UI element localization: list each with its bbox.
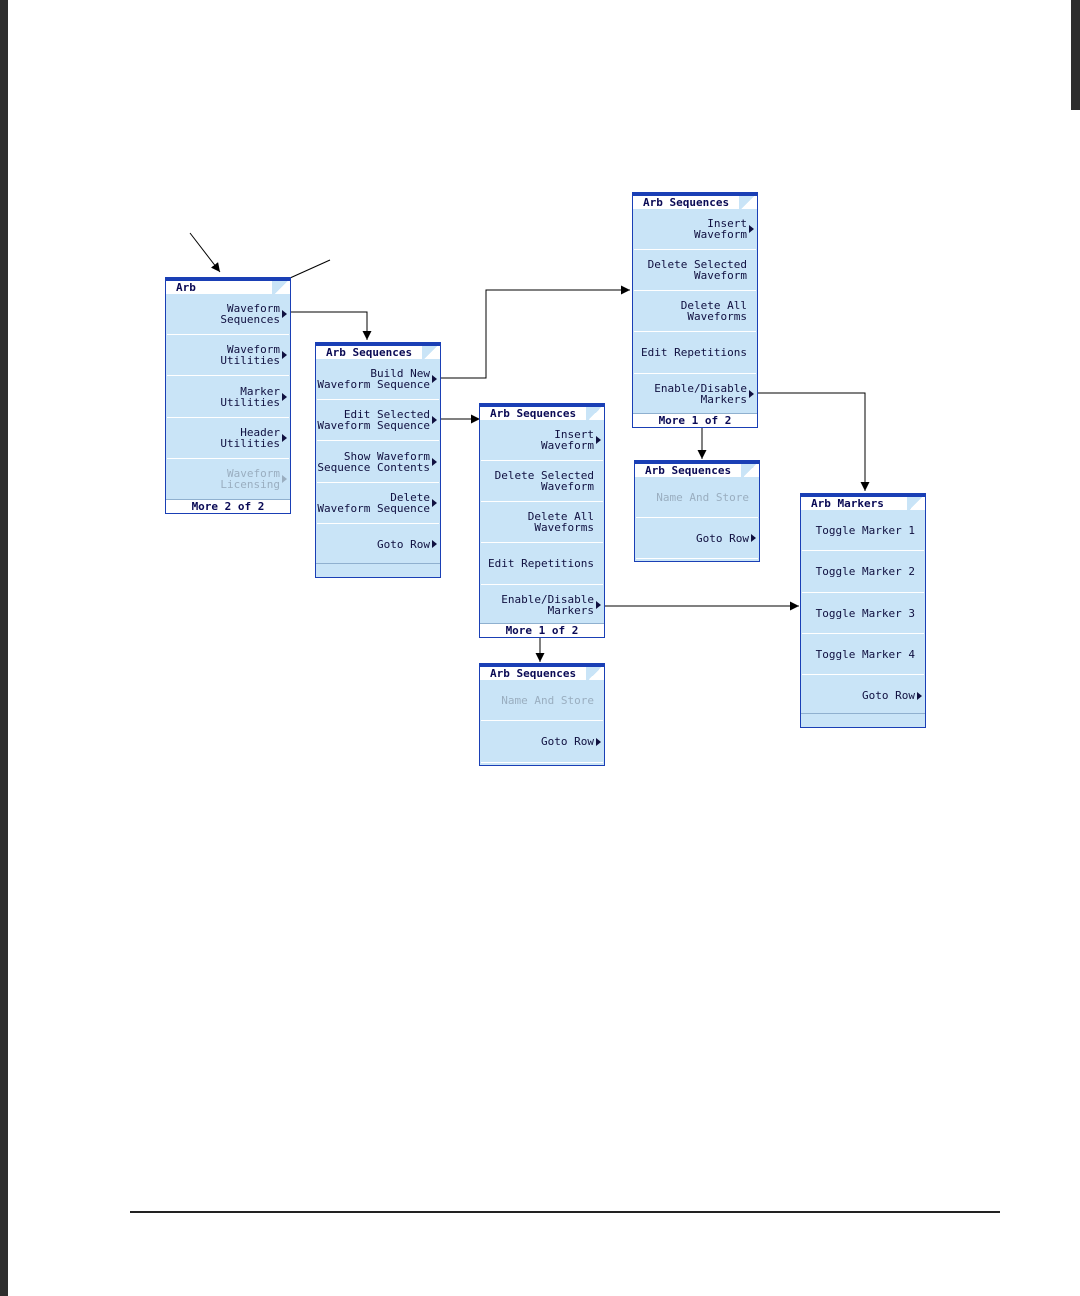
key-build-new-waveform-sequence[interactable]: Build New Waveform Sequence [317,359,439,400]
more-indicator[interactable]: More 1 of 2 [480,623,604,637]
key-edit-repetitions[interactable]: Edit Repetitions [481,543,603,585]
key-enable-disable-markers[interactable]: Enable/Disable Markers [634,374,756,415]
key-enable-disable-markers[interactable]: Enable/Disable Markers [481,585,603,625]
submenu-arrow-icon [282,434,287,442]
key-insert-waveform[interactable]: Insert Waveform [481,420,603,461]
arb-more-indicator[interactable]: More 2 of 2 [166,499,290,513]
arb-sequences-page2-top: Arb Sequences Name And Store Goto Row [634,460,760,562]
empty-footer [801,713,925,727]
key-show-waveform-sequence-contents[interactable]: Show Waveform Sequence Contents [317,441,439,483]
submenu-arrow-icon [596,436,601,444]
submenu-arrow-icon [282,475,287,483]
arb-sequences-title: Arb Sequences [480,664,604,680]
arb-sequences-page2-mid: Arb Sequences Name And Store Goto Row [479,663,605,766]
key-goto-row[interactable]: Goto Row [481,721,603,763]
key-edit-repetitions[interactable]: Edit Repetitions [634,332,756,374]
key-delete-all-waveforms[interactable]: Delete All Waveforms [634,291,756,332]
submenu-arrow-icon [282,310,287,318]
arrow-top-markers [758,392,870,491]
arb-sequences-menu: Arb Sequences Build New Waveform Sequenc… [315,342,441,578]
more-indicator[interactable]: More 1 of 2 [633,413,757,427]
submenu-arrow-icon [282,392,287,401]
key-name-and-store[interactable]: Name And Store [636,477,758,518]
footer-rule [130,1211,1000,1213]
page-edge-tab [1071,0,1080,110]
key-delete-selected-waveform[interactable]: Delete Selected Waveform [481,461,603,502]
submenu-arrow-icon [749,390,754,398]
submenu-arrow-icon [432,416,437,424]
page-edge-bar [0,0,8,1296]
key-delete-all-waveforms[interactable]: Delete All Waveforms [481,502,603,543]
key-header-utilities[interactable]: Header Utilities [167,418,289,459]
submenu-arrow-icon [432,375,437,383]
key-toggle-marker-2[interactable]: Toggle Marker 2 [802,551,924,593]
arb-sequences-edit-menu-top: Arb Sequences Insert Waveform Delete Sel… [632,192,758,428]
submenu-arrow-icon [432,540,437,548]
submenu-arrow-icon [596,600,601,609]
arb-sequences-title: Arb Sequences [633,193,757,209]
arb-sequences-edit-menu-mid: Arb Sequences Insert Waveform Delete Sel… [479,403,605,638]
key-toggle-marker-4[interactable]: Toggle Marker 4 [802,634,924,675]
key-edit-selected-waveform-sequence[interactable]: Edit Selected Waveform Sequence [317,400,439,441]
submenu-arrow-icon [596,737,601,746]
arb-sequences-title: Arb Sequences [635,461,759,477]
submenu-arrow-icon [432,457,437,466]
pointer-line-arb [189,232,221,273]
key-waveform-utilities[interactable]: Waveform Utilities [167,335,289,376]
key-goto-row[interactable]: Goto Row [317,524,439,565]
key-waveform-sequences[interactable]: Waveform Sequences [167,294,289,335]
arb-markers-title: Arb Markers [801,494,925,510]
submenu-arrow-icon [751,534,756,542]
submenu-arrow-icon [282,351,287,359]
empty-footer [316,563,440,577]
key-insert-waveform[interactable]: Insert Waveform [634,209,756,250]
arb-sequences-title: Arb Sequences [316,343,440,359]
arb-markers-menu: Arb Markers Toggle Marker 1 Toggle Marke… [800,493,926,728]
submenu-arrow-icon [749,225,754,233]
key-goto-row[interactable]: Goto Row [802,675,924,717]
arrow-build-new [441,285,630,379]
key-delete-waveform-sequence[interactable]: Delete Waveform Sequence [317,483,439,524]
key-marker-utilities[interactable]: Marker Utilities [167,376,289,418]
key-toggle-marker-3[interactable]: Toggle Marker 3 [802,593,924,634]
key-toggle-marker-1[interactable]: Toggle Marker 1 [802,510,924,551]
arrow-waveform-sequences [290,311,372,340]
key-goto-row[interactable]: Goto Row [636,518,758,559]
arb-sequences-title: Arb Sequences [480,404,604,420]
submenu-arrow-icon [917,691,922,700]
submenu-arrow-icon [432,499,437,507]
arb-menu-title: Arb [166,278,290,294]
key-name-and-store[interactable]: Name And Store [481,680,603,721]
key-waveform-licensing[interactable]: Waveform Licensing [167,459,289,500]
key-delete-selected-waveform[interactable]: Delete Selected Waveform [634,250,756,291]
pointer-line-softkey [289,259,331,279]
arb-menu: Arb Waveform Sequences Waveform Utilitie… [165,277,291,514]
